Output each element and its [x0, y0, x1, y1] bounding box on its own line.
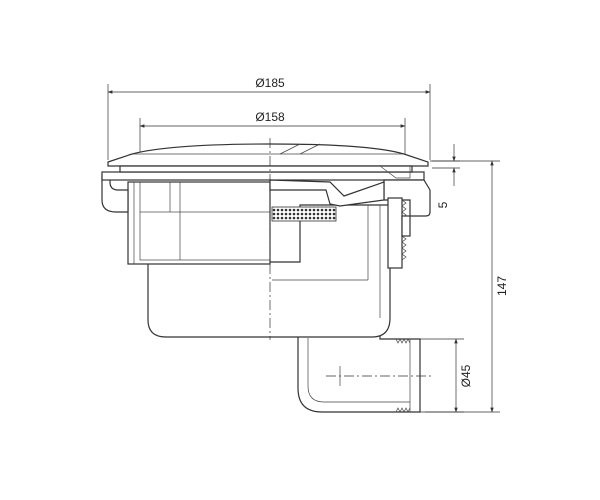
outlet-diameter-label: Ø45 [459, 364, 473, 387]
dimension-rim-height: 5 [432, 144, 460, 208]
drain-body [101, 143, 431, 413]
dimension-outlet-diameter: Ø45 [420, 338, 473, 413]
rim-height-label: 5 [436, 201, 450, 208]
strainer-mesh [271, 206, 337, 222]
total-height-label: 147 [495, 276, 509, 296]
dimension-total-height: 147 [425, 160, 509, 413]
inner-funnel [269, 179, 385, 207]
dimension-outer-diameter: Ø185 [107, 76, 431, 160]
drain-sump [147, 204, 391, 338]
dimension-inner-diameter: Ø158 [139, 110, 406, 155]
grate-cover [107, 143, 429, 167]
clamping-ring [387, 197, 403, 269]
outlet-elbow [297, 332, 421, 413]
outlet-thread [395, 338, 411, 413]
inner-diameter-label: Ø158 [255, 110, 285, 124]
outer-diameter-label: Ø185 [255, 76, 285, 90]
drain-flange [101, 174, 129, 213]
drain-housing [127, 181, 271, 265]
